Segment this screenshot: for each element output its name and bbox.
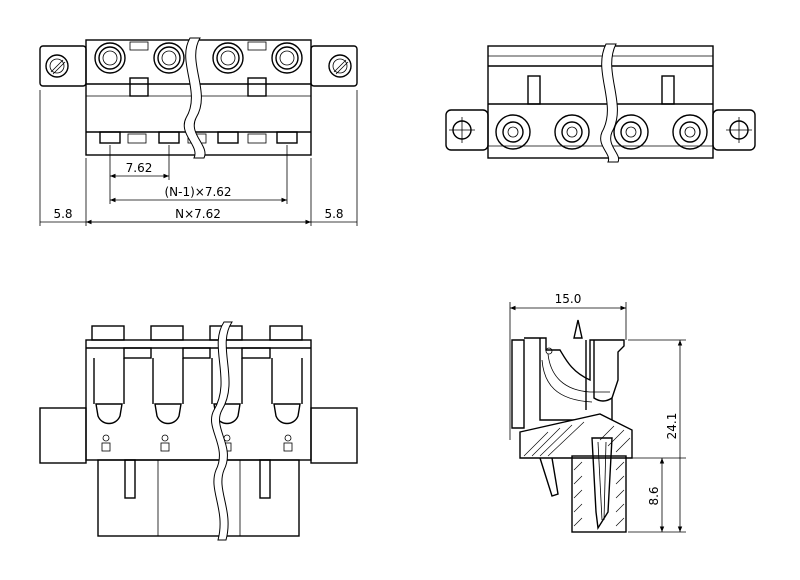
rear-left-tab	[39, 407, 87, 464]
dim-total-label: N×7.62	[175, 207, 221, 221]
hatched-section	[523, 421, 631, 457]
pin-marker-icons	[101, 434, 293, 452]
top-view-body	[487, 45, 714, 159]
rear-view	[39, 321, 358, 541]
dim-pitch-label: 7.62	[126, 161, 153, 175]
dim-flange-right-label: 5.8	[324, 207, 343, 221]
flange-screw-left-icon	[45, 54, 69, 78]
rear-right-tab	[310, 407, 358, 464]
rear-pocket-2	[152, 358, 184, 425]
top-right-flange	[712, 109, 756, 151]
screw-head-2-icon	[153, 42, 185, 74]
dim-side-height-label: 24.1	[665, 413, 679, 440]
wire-hole-4-icon	[672, 114, 708, 150]
dim-side-width-label: 15.0	[555, 292, 582, 306]
wire-hole-1-icon	[495, 114, 531, 150]
side-view: 15.0	[509, 292, 686, 533]
screw-head-3-icon	[212, 42, 244, 74]
flange-hole-left-icon	[449, 117, 475, 143]
screw-head-4-icon	[271, 42, 303, 74]
left-flange	[39, 45, 87, 87]
dim-span-label: (N-1)×7.62	[164, 185, 231, 199]
wire-hole-2-icon	[554, 114, 590, 150]
flange-hole-right-icon	[726, 117, 752, 143]
rear-pocket-1	[93, 358, 125, 425]
flange-screw-right-icon	[328, 54, 352, 78]
top-left-flange	[445, 109, 489, 151]
top-view	[445, 43, 756, 163]
right-flange	[310, 45, 358, 87]
screw-head-1-icon	[94, 42, 126, 74]
dim-pin-height-label: 8.6	[647, 486, 661, 505]
front-view: 7.62 (N-1)×7.62 5.8 N×7.62 5.8	[39, 37, 358, 226]
wire-hole-3-icon	[613, 114, 649, 150]
dim-flange-left-label: 5.8	[53, 207, 72, 221]
pin-section	[97, 459, 300, 537]
rear-pocket-4	[271, 358, 303, 425]
